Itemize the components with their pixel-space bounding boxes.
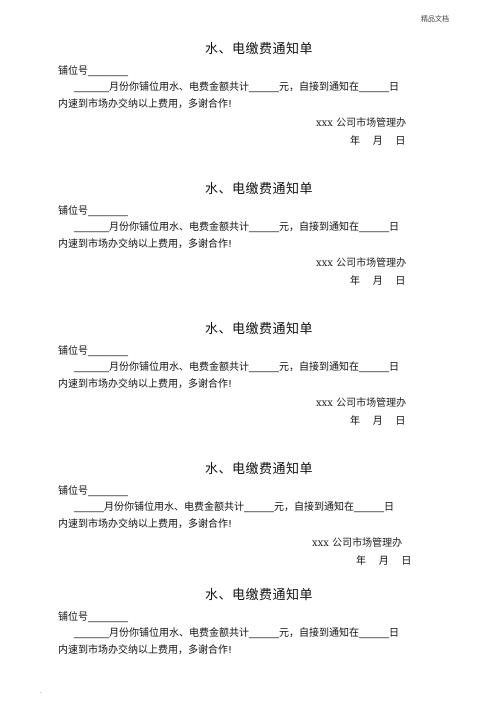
- notice-block: 水、电缴费通知单 铺位号________ _______月份你铺位用水、电费金额…: [58, 178, 460, 318]
- notice-block: 水、电缴费通知单 铺位号________ _______月份你铺位用水、电费金额…: [58, 318, 460, 458]
- date-line: 年 月 日: [350, 276, 406, 287]
- stall-number-line: 铺位号________: [58, 206, 128, 217]
- notice-block: 水、电缴费通知单 铺位号________ _______月份你铺位用水、电费金额…: [58, 584, 460, 664]
- issuer-signature: xxx 公司市场管理办: [316, 398, 407, 409]
- date-line: 年 月 日: [350, 136, 406, 147]
- notice-body-line-2: 内速到市场办交纳以上费用，多谢合作!: [58, 519, 233, 530]
- notice-body-line-2: 内速到市场办交纳以上费用，多谢合作!: [58, 239, 233, 250]
- notice-title: 水、电缴费通知单: [204, 322, 313, 337]
- date-line: 年 月 日: [350, 416, 406, 427]
- header-mark: 精品文档: [421, 15, 449, 23]
- notice-title: 水、电缴费通知单: [204, 588, 313, 603]
- notice-block: 水、电缴费通知单 铺位号________ _______月份你铺位用水、电费金额…: [58, 38, 460, 178]
- stall-number-line: 铺位号________: [58, 486, 128, 497]
- stall-number-line: 铺位号________: [58, 612, 128, 623]
- notice-title: 水、电缴费通知单: [204, 42, 313, 57]
- issuer-signature: xxx 公司市场管理办: [316, 258, 407, 269]
- notice-title: 水、电缴费通知单: [204, 182, 313, 197]
- footer-mark: .: [40, 688, 42, 695]
- date-line: 年 月 日: [356, 556, 412, 567]
- notice-body-line-2: 内速到市场办交纳以上费用，多谢合作!: [58, 99, 233, 110]
- notice-body-line-1: _______月份你铺位用水、电费金额共计______元，自接到通知在_____…: [74, 222, 399, 233]
- issuer-signature: xxx 公司市场管理办: [312, 538, 403, 549]
- notice-body-line-1: _______月份你铺位用水、电费金额共计______元，自接到通知在_____…: [74, 82, 399, 93]
- stall-number-line: 铺位号________: [58, 346, 128, 357]
- issuer-signature: xxx 公司市场管理办: [316, 118, 407, 129]
- notice-body-line-2: 内速到市场办交纳以上费用，多谢合作!: [58, 379, 233, 390]
- notice-body-line-1: _______月份你铺位用水、电费金额共计______元，自接到通知在_____…: [74, 628, 399, 639]
- notice-body-line-1: ______月份你铺位用水、电费金额共计______元，自接到通知在______…: [74, 502, 394, 513]
- notice-title: 水、电缴费通知单: [204, 462, 313, 477]
- notice-block: 水、电缴费通知单 铺位号________ ______月份你铺位用水、电费金额共…: [58, 458, 460, 598]
- notice-body-line-2: 内速到市场办交纳以上费用，多谢合作!: [58, 645, 233, 656]
- stall-number-line: 铺位号________: [58, 66, 128, 77]
- notice-body-line-1: _______月份你铺位用水、电费金额共计______元，自接到通知在_____…: [74, 362, 399, 373]
